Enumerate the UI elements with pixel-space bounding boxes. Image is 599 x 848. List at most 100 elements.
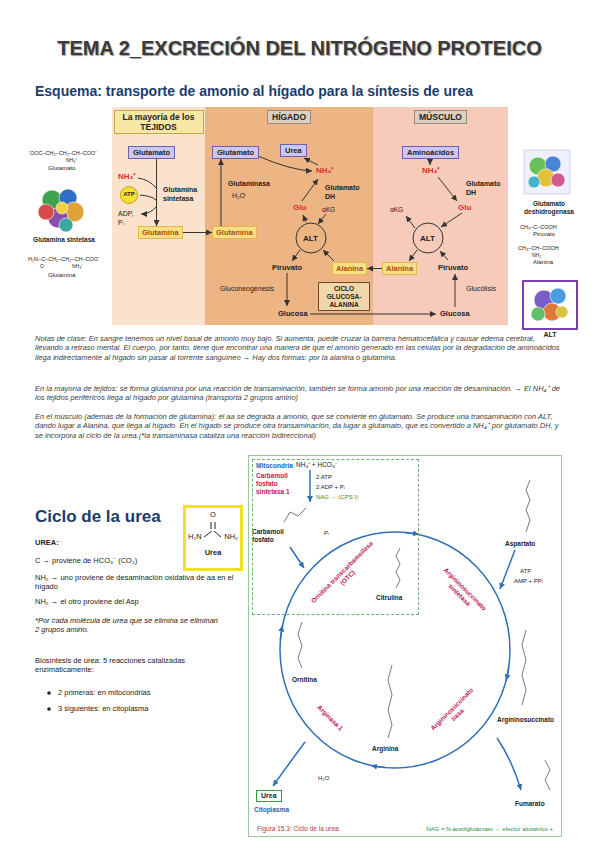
metabolite-box: Glutamato xyxy=(128,146,175,159)
node-text: Glutamato xyxy=(217,148,254,157)
formula: CH₃–C–COOH xyxy=(520,224,557,231)
chemical-bond xyxy=(204,522,221,537)
formula-name: Alanina xyxy=(533,259,553,267)
chemical-bond xyxy=(211,522,212,529)
reaction-arrow xyxy=(141,207,156,214)
enzyme-label: Glutamato DH xyxy=(466,180,506,198)
metabolite-label: Glu xyxy=(293,203,306,213)
compartment-label: Citoplasma xyxy=(254,806,289,814)
cycle-arrow xyxy=(309,470,311,502)
reaction-arrow xyxy=(304,158,318,165)
label-holder: Piruvato xyxy=(438,263,468,272)
node-text: Mitocondria xyxy=(256,462,415,470)
cycle-arrow xyxy=(497,738,521,790)
molecule-skeleton xyxy=(298,622,302,668)
text-line: C → proviene de HCO₃⁻ (CO₂) xyxy=(35,556,137,565)
enzyme-label: Arginasa 1 xyxy=(312,700,349,737)
flow-arrow xyxy=(183,232,212,233)
metabolite-label: Carbamoil fosfato xyxy=(252,528,304,544)
metabolite-label: Glucosa xyxy=(440,309,470,318)
label-holder: Aspartato xyxy=(505,540,535,548)
protein-illustration xyxy=(550,288,566,304)
label-holder: NH₄⁺ + HCO₃⁻ xyxy=(296,461,337,469)
cycle-arrow xyxy=(280,626,282,640)
metabolite-label: Ornitina xyxy=(292,676,317,684)
label-holder: C → proviene de HCO₃⁻ (CO₂) xyxy=(35,556,137,565)
node-text: Aminoácidos xyxy=(407,148,454,157)
label-holder: CH₃–CH–COOH xyxy=(518,245,559,252)
label-holder: ADP, Pᵢ xyxy=(118,210,138,228)
reaction-arrow xyxy=(140,195,156,200)
node-text: Urea xyxy=(188,548,238,564)
node-text: HÍGADO xyxy=(267,110,311,124)
formula: NH₃⁺ xyxy=(72,263,83,269)
node-text: Alanina xyxy=(386,264,413,273)
cycle-arrow xyxy=(500,550,515,589)
cycle-arrow xyxy=(273,742,305,786)
node-text: O xyxy=(205,510,222,524)
node-text: NAG = N-acetilglutamato → efector alosté… xyxy=(426,826,553,833)
node-text: Alanina xyxy=(336,264,363,273)
enzyme-image-box: ALT xyxy=(522,280,578,330)
protein-illustration xyxy=(59,218,73,232)
bullet-item: 3 siguientes: en citoplasma xyxy=(58,704,148,713)
formula: NH₂ xyxy=(532,252,541,258)
protein-illustration xyxy=(56,202,68,214)
label-holder: Piruvato xyxy=(272,263,302,272)
mitochondria-region: Mitocondria xyxy=(252,459,419,615)
cycle-arrow xyxy=(506,666,509,680)
label-holder: Glucosa xyxy=(278,309,308,318)
metabolite-label: Argininosuccinato xyxy=(497,716,554,724)
formula: O xyxy=(40,263,44,269)
urea-box: Urea xyxy=(256,790,282,802)
label-holder: 2 ADP + Pᵢ xyxy=(316,484,345,492)
ion-label: NH₄⁺ xyxy=(118,172,136,182)
node-text: Figura 15.3: Ciclo de la urea. xyxy=(257,825,340,833)
label-holder: Notas de clase: En sangre tenemos un niv… xyxy=(35,334,563,362)
panel-fill xyxy=(205,107,373,325)
node-text: Glutamina xyxy=(216,228,253,237)
cofactor-label: 2 ADP + Pᵢ xyxy=(316,484,345,492)
molecule-skeleton xyxy=(522,630,526,705)
reaction-arrow xyxy=(413,223,443,253)
cofactor-label: ADP, Pᵢ xyxy=(118,210,138,228)
cycle-arrow xyxy=(273,470,521,790)
label-holder: NH₃⁺ xyxy=(72,263,83,269)
bullet-dot xyxy=(47,691,51,695)
bullet-dot xyxy=(47,691,51,711)
enzyme-label: Ornitina transcarbamoilasa (OTC) xyxy=(306,536,384,614)
reaction-arrow xyxy=(409,250,417,261)
label-holder: Glutamato DH xyxy=(466,180,506,198)
label-holder: Argininosuccinato liasa xyxy=(427,684,484,741)
reaction-arrow xyxy=(318,214,326,224)
protein-illustration xyxy=(524,150,570,194)
bullet-dot xyxy=(47,707,51,711)
text-line: Biosíntesis de urea: 5 reacciones catali… xyxy=(35,656,240,675)
node-text: Glutamina xyxy=(142,228,179,237)
metabolite-label: Arginina xyxy=(372,745,398,753)
label-holder: Citrulina xyxy=(376,594,402,602)
cycle-arrow xyxy=(280,532,510,768)
cycle-arrow xyxy=(405,532,419,534)
label-holder: En el músculo (además de la formación de… xyxy=(35,412,563,440)
label-holder: Ciclo de la urea xyxy=(35,506,161,527)
label-holder: O xyxy=(40,263,44,269)
cycle-arrow xyxy=(290,547,304,568)
flow-arrow xyxy=(156,159,157,226)
label-holder: Glutamato deshidrogenasa xyxy=(512,200,586,216)
pathway-label: Gluconeogénesis xyxy=(220,285,274,294)
section-heading: Ciclo de la urea xyxy=(35,506,161,527)
chemical-bond xyxy=(215,522,216,529)
enzyme-label: Glutamina sintetasa xyxy=(163,186,203,204)
reaction-arrow xyxy=(287,273,288,306)
label-holder: Arginina xyxy=(372,745,398,753)
formula-name: Glutamina xyxy=(48,272,75,280)
enzyme-label: Carbamoil fosfato sintetasa 1 xyxy=(256,472,304,496)
text-line: NH₂ → el otro proviene del Asp xyxy=(35,597,139,606)
flow-arrow xyxy=(220,159,221,226)
cofactor-label: H₂O xyxy=(318,775,329,783)
molecule-skeleton xyxy=(284,508,306,522)
node-text: H₂N xyxy=(188,532,205,541)
molecule-skeleton xyxy=(545,760,550,790)
title-holder: TEMA 2_EXCRECIÓN DEL NITRÓGENO PROTEICO xyxy=(0,36,599,61)
